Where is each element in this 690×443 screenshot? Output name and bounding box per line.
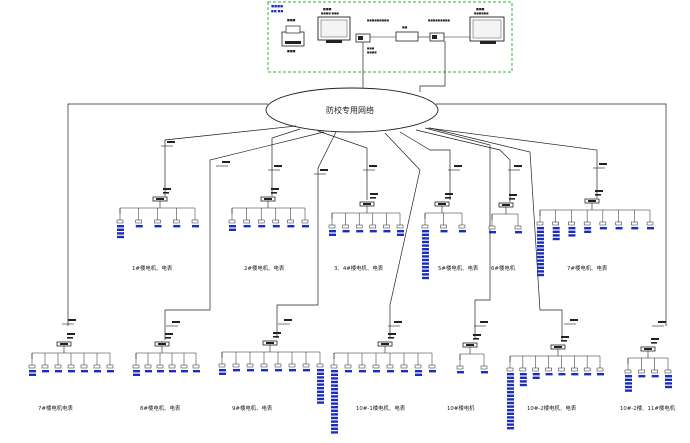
building-label-5: 6#楼电机 [491,264,516,272]
svg-text:■■■: ■■■ [287,18,296,22]
building-label-8: 8#楼电机、电表 [140,404,181,412]
building-label-2: 2#楼电机、电表 [244,264,285,272]
svg-text:■■■■ ■■■: ■■■■ ■■■ [321,12,340,15]
control-room-boundary [267,1,513,73]
building-label-3: 3、4#楼电机、电表 [334,264,384,272]
building-label-10: 10#-1楼电机、电表 [356,404,406,412]
building-label-11: 10#楼电机 [447,404,475,412]
subnet-11 [456,334,488,374]
subnet-13 [624,338,672,392]
subnet-1 [116,188,199,239]
lower-building-labels: 7#楼电机电表 8#楼电机、电表 9#楼电机、电表 10#-1楼电机、电表 10… [38,404,676,412]
svg-text:■■■■■■■■■: ■■■■■■■■■ [367,19,390,22]
svg-text:■■■■■■: ■■■■■■ [474,12,489,15]
subnet-12 [506,336,604,430]
host-unit: ■■■■■■■■■ ■■■ ■■■■ [355,19,390,54]
subnet-7 [28,333,114,376]
building-label-1: 1#楼电机、电表 [132,264,173,272]
subnet-3 [328,193,404,236]
subnet-6 [536,190,654,277]
subnet-10 [330,333,436,434]
printer-icon: ■■■ ■■■ [281,18,305,53]
subnet-5 [488,194,522,234]
campus-network-ring: 防校专用网络 [265,87,439,133]
building-label-4: 5#楼电机、电表 [438,264,479,272]
monitor-icon-right: ■■■ ■■■■■■ [469,7,505,44]
building-label-12: 10#-2楼电机、电表 [527,404,577,412]
svg-text:■■■■: ■■■■ [367,51,377,54]
network-converter-icon: ■■ [395,25,419,42]
building-label-7: 7#楼电机电表 [38,404,74,412]
subnet-8 [132,333,200,376]
svg-text:■■■: ■■■ [476,7,485,11]
upper-building-labels: 1#楼电机、电表 2#楼电机、电表 3、4#楼电机、电表 5#楼电机、电表 6#… [132,264,608,272]
building-label-13: 10#-2楼、11#楼电机 [620,404,676,412]
building-subnets [28,141,672,434]
svg-text:■■■■■■■■■: ■■■■■■■■■ [428,19,451,22]
building-label-6: 7#楼电机、电表 [567,264,608,272]
building-label-9: 9#楼电机、电表 [232,404,273,412]
control-room-tag-2: ■■ ■■ [271,9,283,13]
svg-text:■■■: ■■■ [367,47,375,50]
svg-text:■■: ■■ [402,25,408,29]
control-room: ■■■■ ■■ ■■ ■■■ ■■■ ■■■ ■■■■ ■■■ ■■■■■■■■… [267,1,513,73]
control-room-tag: ■■■■ [271,4,283,8]
host-unit-right: ■■■■■■■■■ [428,19,451,42]
svg-text:■■■: ■■■ [287,49,296,53]
svg-text:■■■: ■■■ [323,7,332,11]
monitor-icon-left: ■■■ ■■■■ ■■■ [317,7,351,43]
subnet-4 [421,193,466,280]
subnet-2 [228,188,309,231]
campus-network-label: 防校专用网络 [326,105,374,115]
subnet-9 [218,332,324,404]
